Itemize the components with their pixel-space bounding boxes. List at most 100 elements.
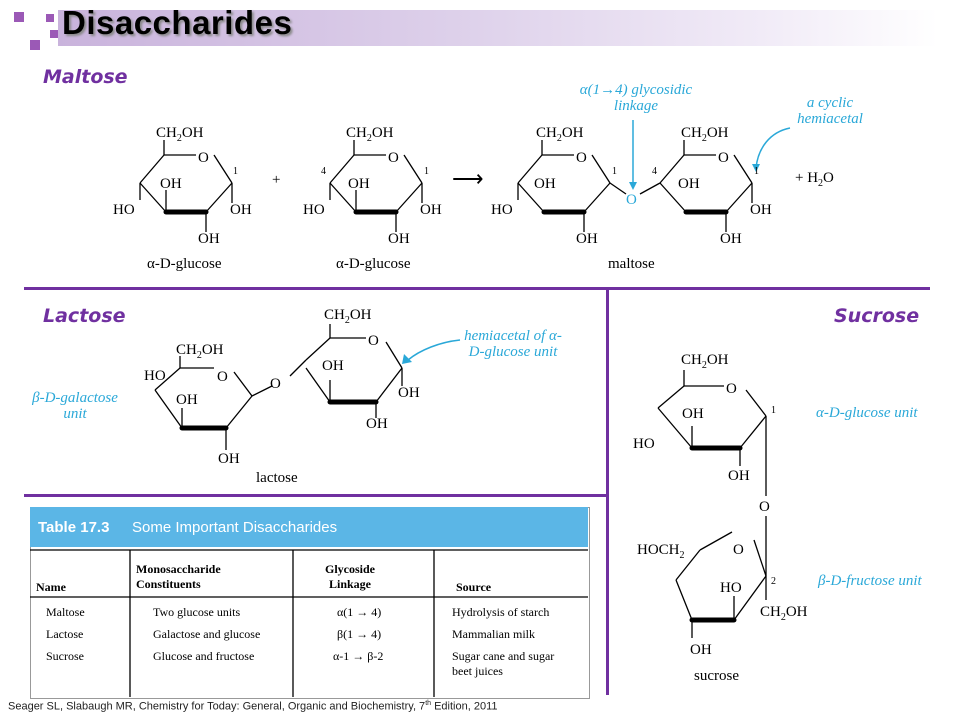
ch2oh-label-1: CH2OH — [156, 125, 204, 144]
table-cell: Mammalian milk — [452, 627, 535, 641]
table-grid — [30, 549, 588, 697]
sucrose-fructose-unit-label: β-D-fructose unit — [818, 573, 922, 589]
lactose-oh-upper-b: OH — [398, 385, 420, 401]
lactose-ring-o-lower: O — [217, 369, 228, 385]
table-cell: Sucrose — [46, 649, 84, 663]
ch2oh-label-4: CH2OH — [681, 125, 729, 144]
section-sucrose-label: Sucrose — [834, 305, 920, 327]
table-cell: Hydrolysis of starch — [452, 605, 550, 619]
maltose-reaction-diagram — [139, 120, 791, 232]
reaction-arrow: ⟶ — [452, 166, 484, 191]
oh-label-1a: OH — [160, 176, 182, 192]
table-header-constituents: Monosaccharide Constituents — [136, 562, 221, 591]
maltose-ring-right — [639, 140, 753, 232]
sucrose-fructose-ring — [675, 516, 767, 638]
lactose-oh-upper-c: OH — [366, 416, 388, 432]
oh-label-4b: OH — [750, 202, 772, 218]
lactose-bridge-o: O — [270, 376, 281, 392]
cyclic-hemiacetal-label: a cyclic hemiacetal — [797, 95, 863, 127]
ring-o-label-1: O — [198, 150, 209, 166]
sucrose-diagram — [657, 370, 767, 638]
oh-label-2a: OH — [348, 176, 370, 192]
sucrose-ch2oh-lower: CH2OH — [760, 604, 808, 623]
hemiacetal-pointer-head — [752, 164, 760, 172]
table-cell: β(1 → 4) — [337, 627, 382, 641]
title-bar — [58, 10, 938, 46]
carbon-1-label-d: 1 — [754, 166, 759, 177]
oh-label-3c: OH — [576, 231, 598, 247]
oh-label-2c: OH — [388, 231, 410, 247]
oh-label-2b: OH — [420, 202, 442, 218]
table-cell: Lactose — [46, 627, 84, 641]
table-cell: α(1 → 4) — [337, 605, 382, 619]
table-cell: Galactose and glucose — [153, 627, 261, 641]
glycosidic-o-label: O — [626, 192, 637, 208]
sucrose-carbon-2: 2 — [771, 576, 776, 587]
oh-label-4a: OH — [678, 176, 700, 192]
hemiacetal-pointer — [755, 127, 791, 169]
section-maltose-label: Maltose — [43, 66, 128, 88]
carbon-4-label-a: 4 — [321, 166, 326, 177]
ch2oh-label-2: CH2OH — [346, 125, 394, 144]
sucrose-name: sucrose — [694, 668, 739, 684]
citation-text: Seager SL, Slabaugh MR, Chemistry for To… — [8, 700, 426, 713]
carbon-1-label-b: 1 — [424, 166, 429, 177]
sucrose-ring-o-lower: O — [733, 542, 744, 558]
divider-left — [24, 494, 608, 497]
lactose-oh-lower-b: OH — [218, 451, 240, 467]
section-lactose-label: Lactose — [43, 305, 126, 327]
galactose-ring — [154, 356, 273, 450]
table-caption-bar: Table 17.3 Some Important Disaccharides — [30, 507, 588, 547]
lactose-ho-lower: HO — [144, 368, 166, 384]
oh-label-1c: OH — [198, 231, 220, 247]
lactose-diagram — [154, 324, 461, 450]
table-caption: Some Important Disaccharides — [132, 519, 338, 536]
oh-label-4c: OH — [720, 231, 742, 247]
reactant-2-label: α-D-glucose — [336, 256, 411, 272]
sucrose-ch2oh-upper: CH2OH — [681, 352, 729, 371]
table-cell: Maltose — [46, 605, 85, 619]
sucrose-oh-lower: OH — [690, 642, 712, 658]
footer-citation: Seager SL, Slabaugh MR, Chemistry for To… — [8, 700, 498, 713]
sucrose-hoch2: HOCH2 — [637, 542, 685, 561]
ho-label-1: HO — [113, 202, 135, 218]
title-square-4 — [50, 30, 58, 38]
table-header-linkage: Glycoside Linkage — [325, 562, 375, 591]
oh-label-1b: OH — [230, 202, 252, 218]
citation-text-end: Edition, 2011 — [431, 700, 498, 713]
reactant-1-label: α-D-glucose — [147, 256, 222, 272]
sucrose-carbon-1: 1 — [771, 405, 776, 416]
glucose-ring-lactose — [289, 324, 403, 418]
ho-label-3: HO — [491, 202, 513, 218]
page-title: Disaccharides — [62, 4, 293, 41]
table-cell: Two glucose units — [153, 605, 241, 619]
divider-vertical — [606, 289, 609, 695]
table-header-source: Source — [456, 580, 492, 594]
divider-top — [24, 287, 930, 290]
lactose-name: lactose — [256, 470, 298, 486]
title-square-1 — [14, 12, 24, 22]
lactose-hemiacetal-pointer — [407, 339, 461, 361]
lactose-hemiacetal-label: hemiacetal of α-D-glucose unit — [464, 328, 562, 360]
maltose-ring-left — [517, 140, 627, 232]
table-cell: Glucose and fructose — [153, 649, 255, 663]
sucrose-ho: HO — [633, 436, 655, 452]
sucrose-oh-b: OH — [728, 468, 750, 484]
sucrose-glucose-unit-label: α-D-glucose unit — [816, 405, 918, 421]
lactose-oh-lower-a: OH — [176, 392, 198, 408]
carbon-1-label-c: 1 — [612, 166, 617, 177]
ring-o-label-4: O — [718, 150, 729, 166]
title-square-2 — [46, 14, 54, 22]
sucrose-ho-lower: HO — [720, 580, 742, 596]
sucrose-oh-a: OH — [682, 406, 704, 422]
lactose-ch2oh-upper: CH2OH — [324, 307, 372, 326]
glycosidic-linkage-label: α(1→4) glycosidic linkage — [579, 82, 693, 114]
table-cell: α-1 → β-2 — [333, 649, 384, 663]
product-label: maltose — [608, 256, 655, 272]
table-cell: Sugar cane and sugar beet juices — [452, 649, 555, 678]
sucrose-bridge-o: O — [759, 499, 770, 515]
glucose-ring-1 — [139, 140, 233, 232]
linkage-pointer-head — [629, 182, 637, 190]
lactose-oh-upper-a: OH — [322, 358, 344, 374]
sucrose-ring-o-upper: O — [726, 381, 737, 397]
